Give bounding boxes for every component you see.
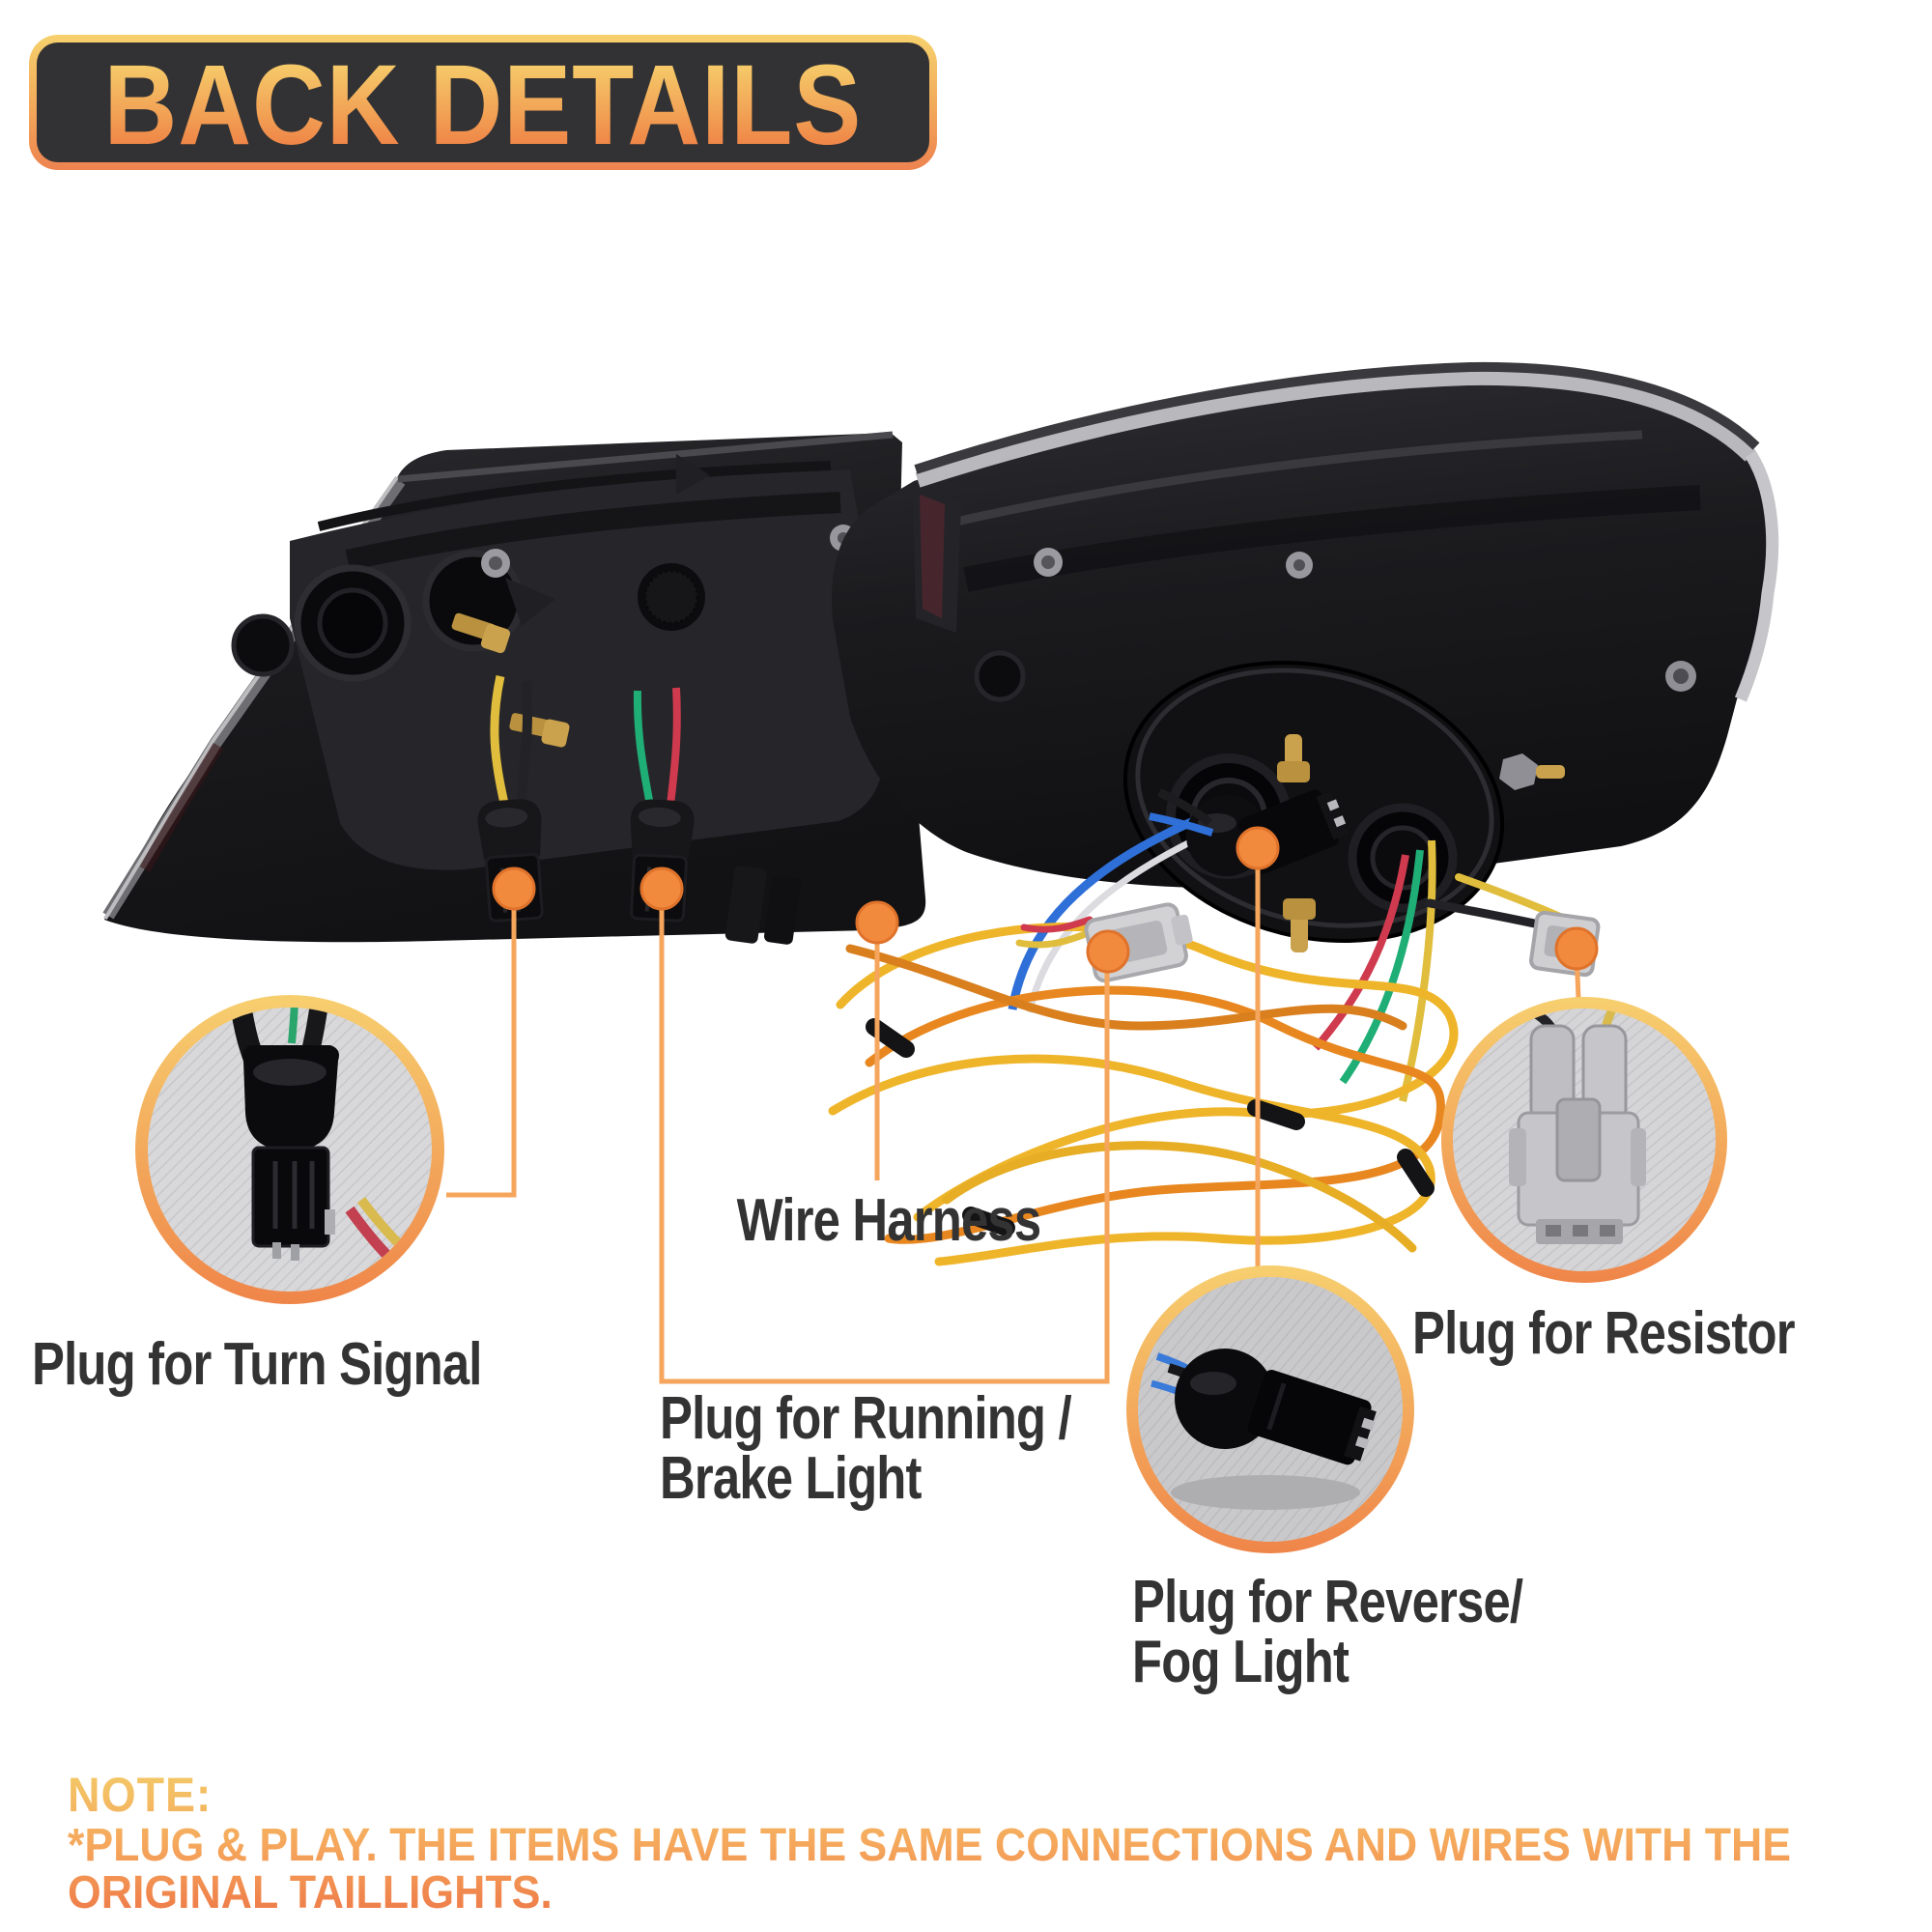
- leader-running-brake: [659, 891, 1110, 1384]
- leader-turn-signal: [446, 889, 517, 1198]
- callout-dot: [492, 867, 536, 911]
- wire-harness-coil: [828, 873, 1571, 1266]
- gold-stud: [1283, 898, 1316, 952]
- gold-stud: [1277, 734, 1310, 782]
- callout-dot: [855, 900, 899, 945]
- label-running-brake: Plug for Running / Brake Light: [660, 1389, 1072, 1512]
- label-running-brake-line1: Plug for Running /: [660, 1385, 1072, 1452]
- callout-dot: [639, 867, 684, 911]
- callout-dot: [1554, 926, 1599, 971]
- callout-dots: [492, 826, 1599, 974]
- sm-connector: [724, 866, 801, 945]
- note-heading: NOTE:: [68, 1768, 213, 1822]
- note-block: NOTE: *PLUG & PLAY. THE ITEMS HAVE THE S…: [68, 1768, 1864, 1917]
- bolt-nut: [1499, 753, 1565, 790]
- callout-dot: [1236, 826, 1280, 870]
- label-reverse-fog-line2: Fog Light: [1132, 1629, 1350, 1695]
- label-wire-harness: Wire Harness: [736, 1187, 1041, 1254]
- callout-circle-turn-signal: [135, 995, 444, 1304]
- label-reverse-fog: Plug for Reverse/ Fog Light: [1132, 1573, 1523, 1695]
- note-line-1: *PLUG & PLAY. THE ITEMS HAVE THE SAME CO…: [68, 1820, 1792, 1871]
- label-turn-signal: Plug for Turn Signal: [32, 1331, 482, 1398]
- label-reverse-fog-line1: Plug for Reverse/: [1132, 1569, 1523, 1635]
- callout-dot: [1086, 929, 1130, 974]
- page-title: BACK DETAILS: [103, 42, 863, 169]
- gold-bolt: [509, 713, 570, 748]
- callout-circle-reverse-fog: [1126, 1265, 1414, 1553]
- callout-circle-resistor: [1441, 997, 1727, 1283]
- note-line-2: ORIGINAL TAILLIGHTS.: [68, 1867, 553, 1918]
- label-resistor: Plug for Resistor: [1412, 1300, 1795, 1367]
- label-running-brake-line2: Brake Light: [660, 1445, 922, 1512]
- title-badge: BACK DETAILS: [29, 35, 937, 170]
- left-taillight: [102, 431, 926, 943]
- gold-bolt: [451, 612, 511, 654]
